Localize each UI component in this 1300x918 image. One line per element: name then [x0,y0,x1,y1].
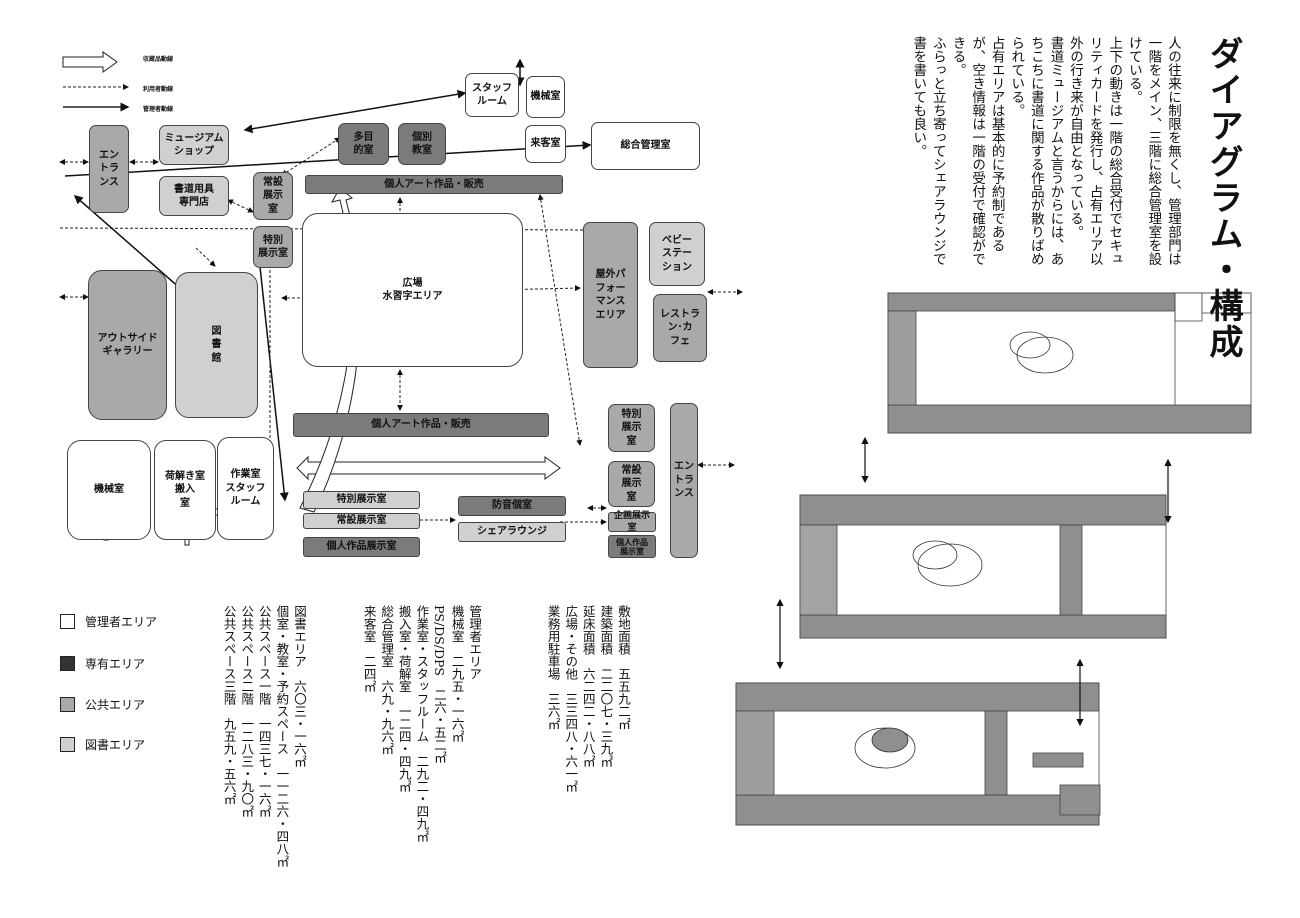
room-museum-shop: ミュージアム ショップ [159,125,229,165]
room-stationery: 書道用具 専門店 [159,176,229,216]
legend-lines [62,51,130,112]
room-general-management: 総合管理室 [591,122,700,170]
room-workroom: 作業室 スタッフ ルーム [217,437,274,540]
room-private-class: 個別 教室 [398,123,446,165]
room-art-sales-bottom: 個人アート作品・販売 [293,413,549,437]
room-private-exhibit: 個人作品展示室 [303,537,420,557]
stats-public: 図書エリア 六〇三・一六㎡ 個室・教室・予約スペース 一一二六・四八㎡ 公共スペ… [221,605,307,868]
room-private-works-exhibit: 個人作品 展示室 [608,535,656,558]
swatch-library [60,737,75,752]
room-standing-exhibit-2: 常設 展示 室 [608,461,655,507]
room-special-exhibit-3: 特別展示室 [303,491,420,509]
legend-private-area: 専有エリア [60,655,145,672]
room-baby-station: ベビー ステー ション [649,222,705,286]
page-title: ダイアグラム・構成 [1203,36,1243,360]
swatch-public [60,697,75,712]
room-special-exhibit-1: 特別 展示室 [253,226,293,268]
floor-plan-1f [735,682,1101,826]
floor-plan-3f [887,292,1252,434]
stats-management: 管理者エリア 機械室 二九五・一六㎡ PS/DS/DPS 二六・五二㎡ 作業室・… [361,605,483,843]
room-share-lounge: シェアラウンジ [458,522,566,542]
room-outside-gallery: アウトサイド ギャラリー [88,270,167,420]
room-unpacking: 荷解き室 搬入 室 [154,440,216,540]
room-outdoor-performance: 屋外パ フォー マンス エリア [583,222,638,368]
swatch-private [60,656,75,671]
room-plaza: 広場 水習字エリア [302,213,523,367]
stats-site: 敷地面積 五五九二㎡ 建築面積 二二〇七・三九㎡ 延床面積 六二四二・八八㎡ 広… [545,605,631,793]
room-standing-exhibit-3: 常設展示室 [303,513,420,529]
legend-library-area: 図書エリア [60,736,145,753]
legend-admin-area: 管理者エリア [60,613,157,630]
room-entrance-right: エン トランス [670,403,698,558]
room-library: 図 書 館 [175,272,258,418]
room-machine-top: 機械室 [526,76,565,118]
room-group-exhibit: 企画展示室 [608,511,656,533]
room-art-sales-top: 個人アート作品・販売 [305,175,563,194]
room-entrance-left: エン トラ ンス [89,125,129,213]
room-reservation: 多目 的室 [338,123,389,165]
room-guest: 来客室 [525,125,566,163]
legend-line-collection: 収蔵品動線 [143,56,174,63]
room-soundproof: 防音個室 [458,496,566,516]
room-restaurant: レストラ ン･カ フェ [653,294,707,362]
floor-plan-2f [799,494,1167,639]
room-machine-bottom: 機械室 [67,440,151,540]
room-standing-exhibit-1: 常設 展示 室 [253,172,293,220]
description-text: 人の往来に制限を無くし、管理部門は一階をメイン、三階に総合管理室を設けている。 … [910,36,1181,266]
legend-public-area: 公共エリア [60,696,145,713]
room-special-exhibit-2: 特別 展示 室 [608,404,655,452]
legend-line-manager: 管理者動線 [143,106,174,113]
swatch-admin [60,614,75,629]
room-staff: スタッフ ルーム [465,73,519,117]
legend-line-visitor: 利用者動線 [143,86,174,93]
